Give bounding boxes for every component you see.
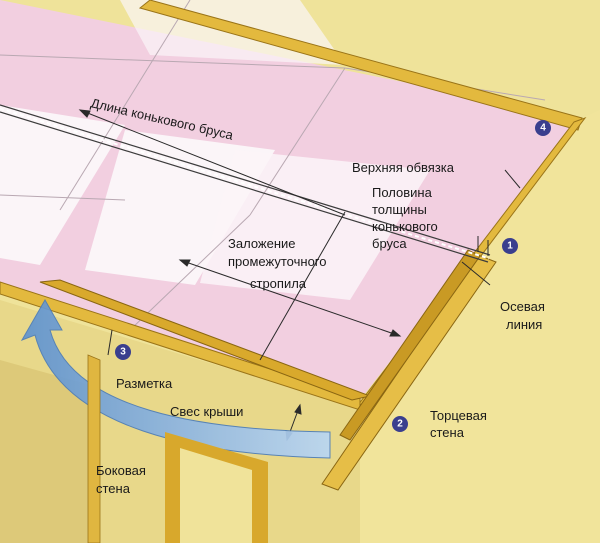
end-rafter-board — [321, 254, 497, 491]
label-end-wall-1: Торцевая — [430, 408, 487, 423]
marker-3: 3 — [115, 344, 131, 360]
dimension-arrows — [78, 109, 521, 442]
label-marking: Разметка — [116, 376, 173, 391]
wall-shadow — [0, 360, 90, 543]
svg-text:1: 1 — [507, 241, 513, 252]
svg-text:2: 2 — [397, 419, 403, 430]
marker-1: 1 — [502, 238, 518, 254]
label-half-ridge-1: Половина — [372, 185, 433, 200]
label-end-wall-2: стена — [430, 425, 465, 440]
ridge-line — [0, 104, 491, 263]
label-run-1: Заложение — [228, 236, 296, 251]
svg-text:3: 3 — [120, 347, 126, 358]
marker-4: 4 — [535, 120, 551, 136]
label-axis-1: Осевая — [500, 299, 545, 314]
svg-text:4: 4 — [540, 123, 546, 134]
label-run-3: стропила — [250, 276, 307, 291]
label-half-ridge-3: конькового — [372, 219, 438, 234]
end-wall — [360, 110, 600, 543]
label-overhang: Свес крыши — [170, 404, 243, 419]
label-side-wall-1: Боковая — [96, 463, 146, 478]
top-plate-back — [138, 0, 583, 131]
label-axis-2: линия — [506, 317, 542, 332]
label-half-ridge-2: толщины — [372, 202, 427, 217]
wall-stud — [87, 354, 101, 543]
label-top-plate: Верхняя обвязка — [352, 160, 455, 175]
window-frame — [165, 432, 268, 543]
ceiling-panel-white-1 — [0, 105, 125, 265]
label-side-wall-2: стена — [96, 481, 131, 496]
label-half-ridge-4: бруса — [372, 236, 407, 251]
label-run-2: промежуточного — [228, 254, 326, 269]
marker-2: 2 — [392, 416, 408, 432]
